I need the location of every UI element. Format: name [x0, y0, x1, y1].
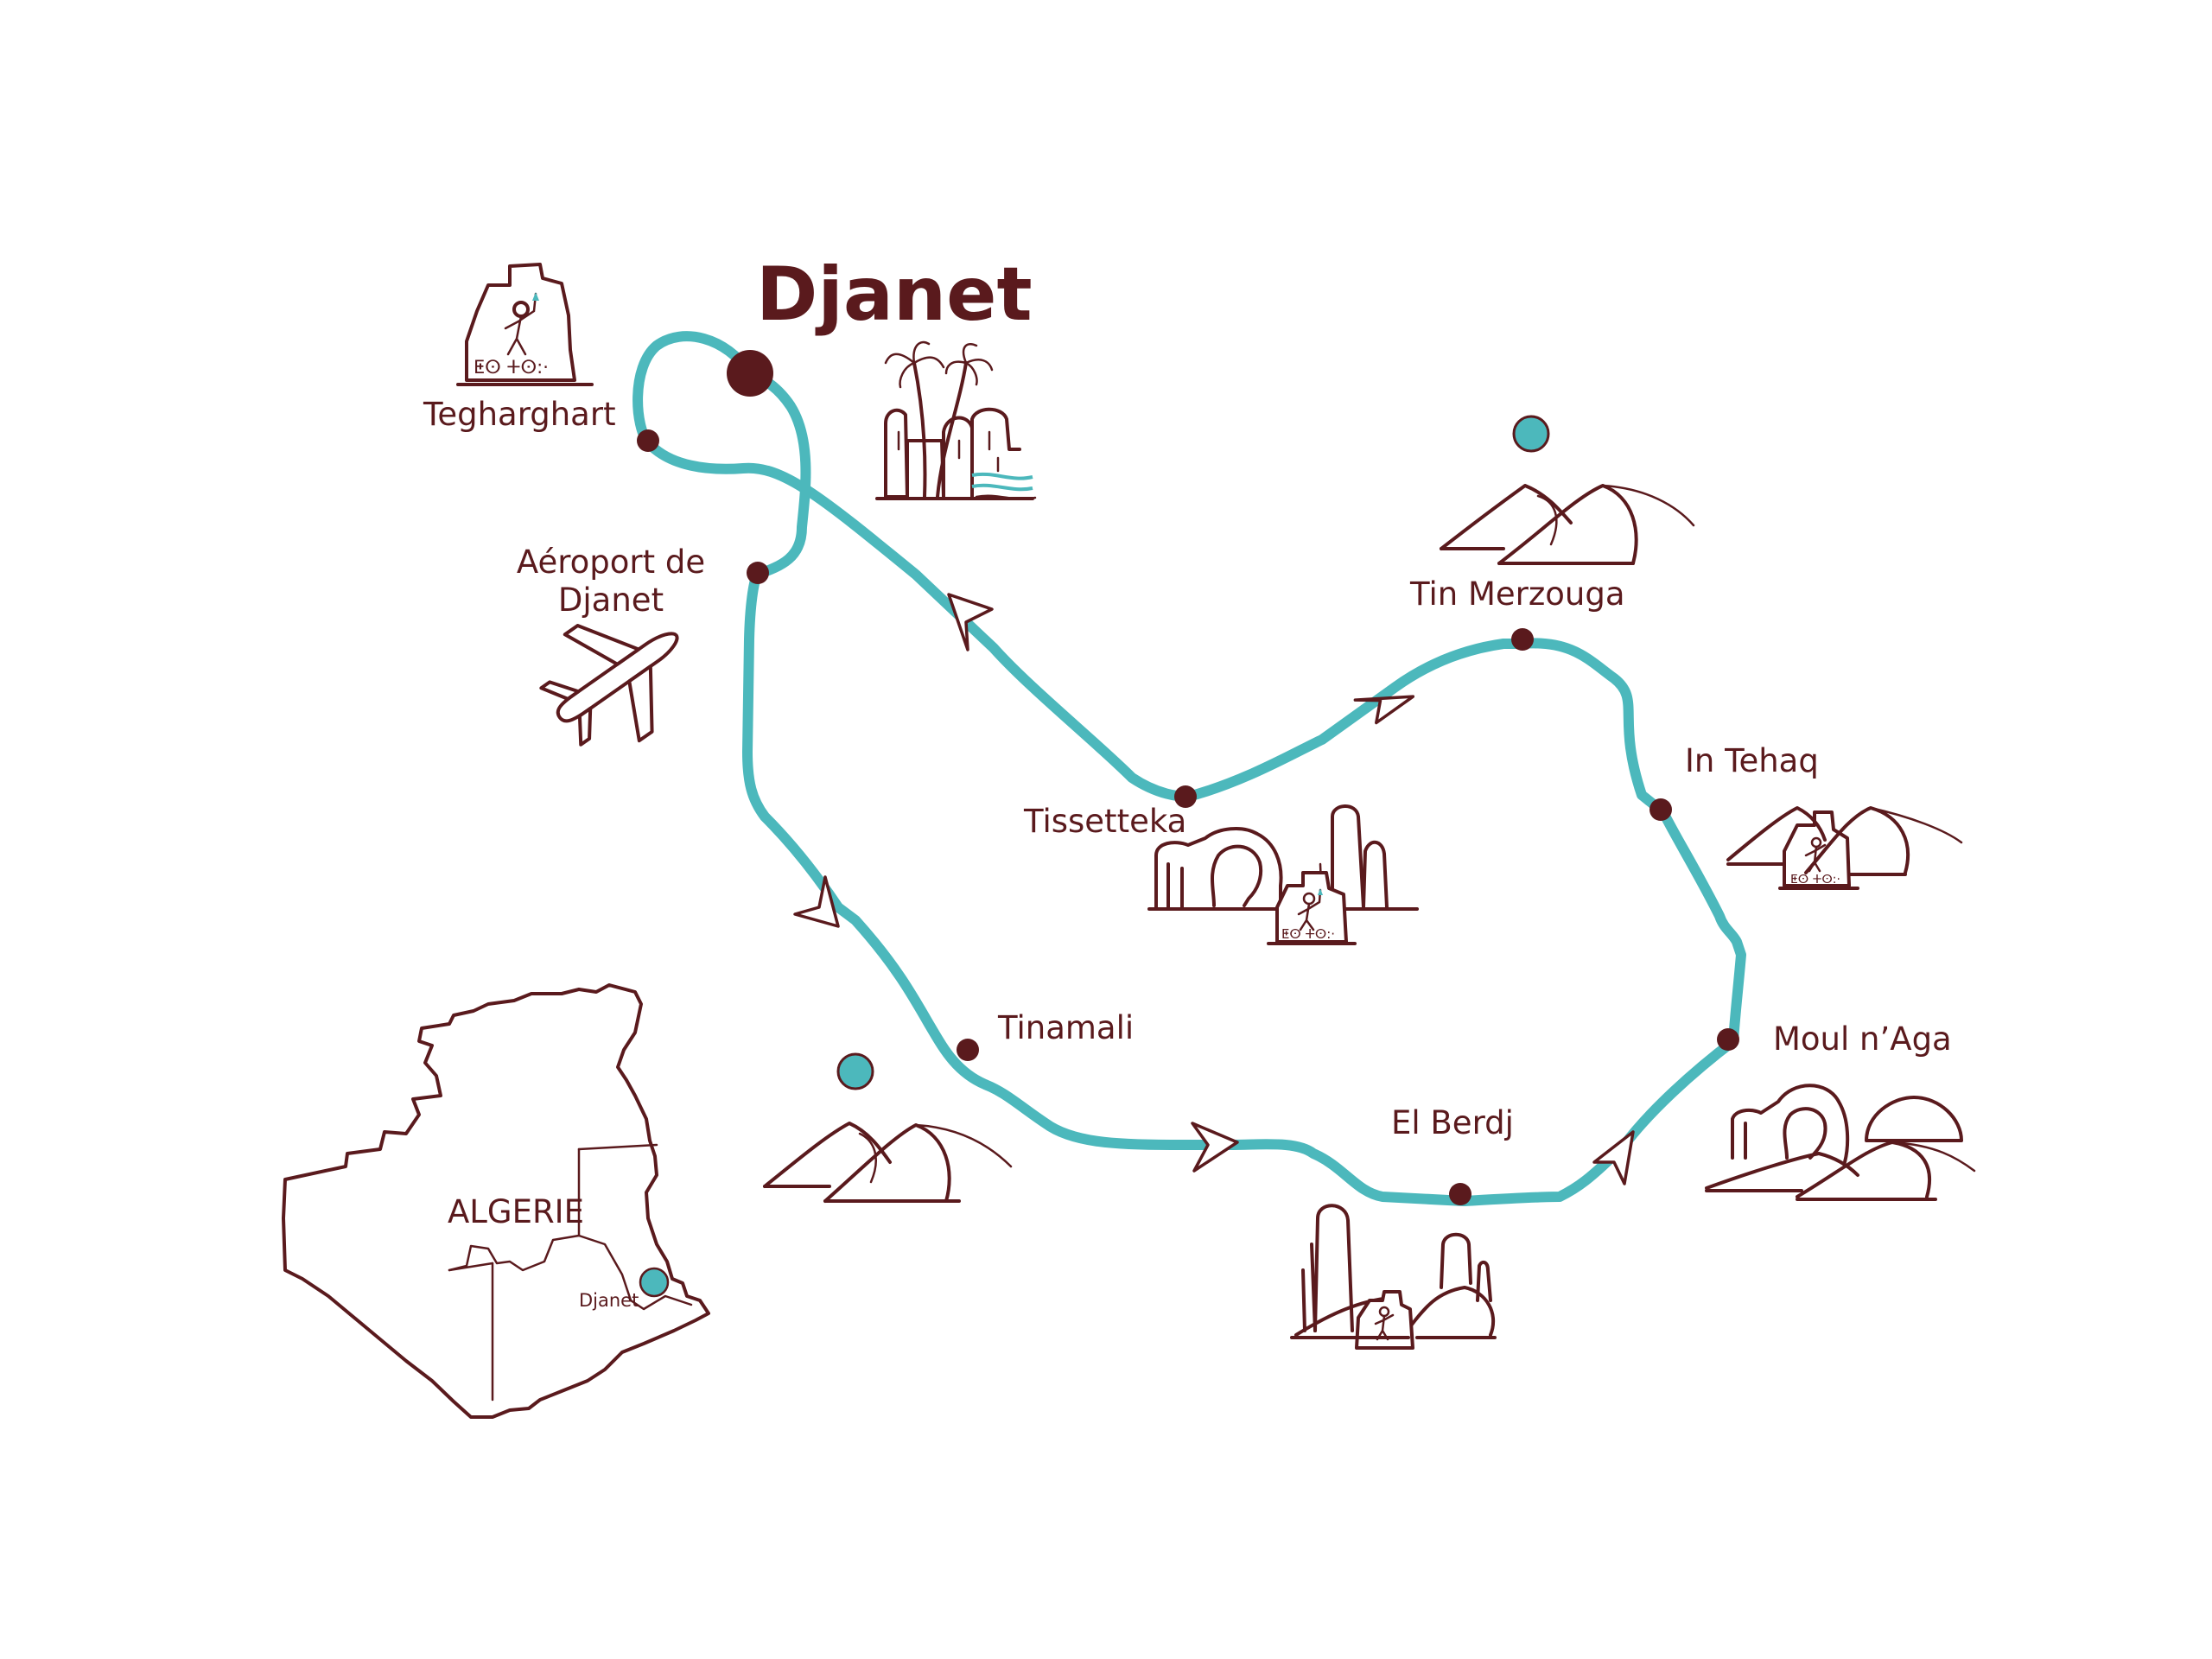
airplane-icon: [539, 623, 679, 747]
stop-djanet[interactable]: [727, 350, 773, 397]
rock-inscription: ⵟⵙ ⵜⵙ:·: [1790, 873, 1840, 887]
rock-art-icon: ⵟⵙ ⵜⵙ:·: [1267, 871, 1357, 945]
dune-icon: [763, 1052, 1013, 1203]
route-arrow: [1592, 1130, 1635, 1185]
rock-arch-icon: [1147, 827, 1298, 911]
sun-icon: [1865, 1096, 1963, 1142]
stop-teghargart[interactable]: [637, 429, 659, 452]
rock-spires-icon: [1290, 1204, 1497, 1350]
rock-art-figure: [504, 292, 539, 356]
label-aeroport-1: Aéroport de: [517, 543, 705, 581]
stop-moul-naga[interactable]: [1717, 1028, 1739, 1051]
label-tissetteka: Tissetteka: [1023, 803, 1186, 840]
dune-icon: [1440, 415, 1695, 565]
label-aeroport-2: Djanet: [558, 582, 664, 619]
rock-arch-icon: [1705, 1084, 1976, 1201]
route-arrow: [1353, 695, 1415, 725]
inset-country-label: ALGERIE: [448, 1193, 584, 1230]
inset-city-label: Djanet: [579, 1290, 639, 1311]
city-title: Djanet: [756, 251, 1033, 338]
sun-icon: [1512, 415, 1550, 453]
stop-tinamali[interactable]: [957, 1039, 979, 1061]
label-teghargart: Tegharghart: [423, 396, 616, 433]
label-in-tehaq: In Tehaq: [1685, 742, 1819, 779]
djanet-location-icon: [639, 1267, 670, 1298]
stop-el-berdj[interactable]: [1449, 1183, 1471, 1205]
route-arrow: [1191, 1122, 1239, 1173]
stop-tin-merzouga[interactable]: [1511, 628, 1534, 651]
stop-aeroport[interactable]: [747, 562, 769, 584]
label-el-berdj: El Berdj: [1391, 1104, 1514, 1141]
stop-tissetteka[interactable]: [1174, 785, 1197, 808]
sun-icon: [836, 1052, 874, 1090]
stop-in-tehaq[interactable]: [1649, 798, 1672, 821]
rock-inscription: ⵟⵙ ⵜⵙ:·: [474, 357, 549, 378]
rock-art-icon: ⵟⵙ ⵜⵙ:·: [1726, 806, 1963, 890]
label-tin-merzouga: Tin Merzouga: [1409, 575, 1625, 613]
rock-inscription: ⵟⵙ ⵜⵙ:·: [1281, 926, 1335, 942]
label-moul-naga: Moul n’Aga: [1773, 1020, 1952, 1058]
route-arrow: [793, 875, 840, 928]
route-line: [632, 331, 1746, 1206]
label-tinamali: Tinamali: [997, 1009, 1134, 1046]
rock-art-icon: ⵟⵙ ⵜⵙ:·: [456, 263, 594, 386]
route-arrow: [947, 593, 994, 652]
oasis-palm-icon: [875, 340, 1037, 500]
algeria-map-icon: ALGERIE Djanet: [282, 983, 710, 1419]
